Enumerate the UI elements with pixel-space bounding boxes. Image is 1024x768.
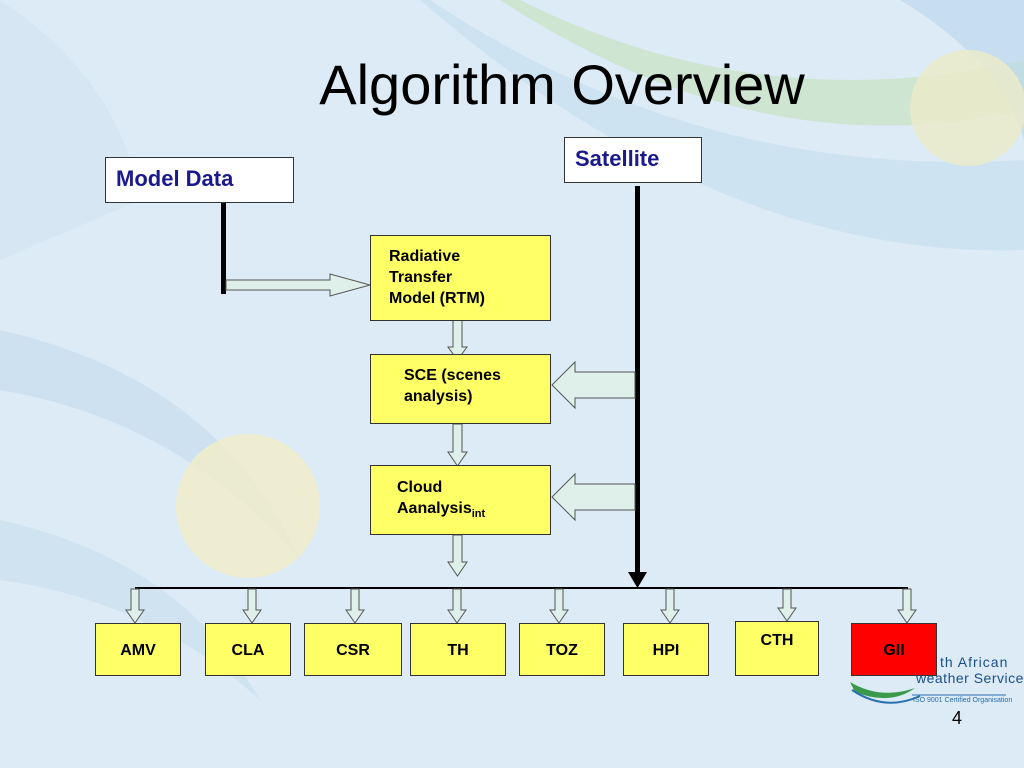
logo-line-1: th African (940, 654, 1009, 670)
output-toz: TOZ (519, 623, 605, 676)
output-cth: CTH (735, 621, 819, 676)
arrow-satellite-to-sce (551, 360, 636, 410)
arrow-sce-to-cloud (447, 423, 468, 467)
output-cth-label: CTH (760, 632, 794, 649)
output-th: TH (410, 623, 506, 676)
output-arrows (125, 588, 917, 624)
distribution-line (135, 587, 908, 589)
output-gii-label: GII (883, 642, 905, 659)
output-toz-label: TOZ (546, 642, 578, 659)
cloud-subscript: int (471, 508, 486, 521)
cloud-analysis-box: Cloud Aanalysisint (370, 465, 551, 535)
page-number: 4 (951, 708, 962, 728)
rtm-line-3: Model (RTM) (389, 290, 485, 307)
sce-box: SCE (scenes analysis) (370, 354, 551, 424)
cloud-line-1: Cloud (397, 479, 443, 496)
satellite-line (635, 186, 640, 576)
sce-line-1: SCE (scenes (404, 367, 501, 384)
slide-title: Algorithm Overview (319, 53, 805, 116)
output-amv: AMV (95, 623, 181, 676)
output-cla-label: CLA (231, 642, 265, 659)
arrow-cloud-down (447, 534, 468, 577)
model-data-box: Model Data (105, 157, 294, 203)
arrow-model-to-rtm (225, 273, 372, 297)
satellite-label: Satellite (575, 146, 660, 171)
model-data-label: Model Data (116, 166, 234, 191)
logo-swoosh (850, 682, 915, 699)
rtm-box: Radiative Transfer Model (RTM) (370, 235, 551, 321)
sce-line-2: analysis) (404, 388, 473, 405)
cloud-line-2-text: Aanalysis (397, 500, 472, 517)
satellite-box: Satellite (564, 137, 702, 183)
output-hpi: HPI (623, 623, 709, 676)
output-hpi-label: HPI (652, 642, 680, 659)
satellite-arrowhead (628, 572, 647, 588)
output-amv-label: AMV (120, 642, 156, 659)
arrow-satellite-to-cloud (551, 472, 636, 522)
output-gii: GII (851, 623, 937, 676)
output-cla: CLA (205, 623, 291, 676)
arrow-rtm-to-sce (447, 319, 468, 361)
output-th-label: TH (447, 642, 469, 659)
output-csr: CSR (304, 623, 402, 676)
logo-line-3: ISO 9001 Certified Organisation (913, 697, 1013, 704)
rtm-line-1: Radiative (389, 248, 461, 265)
model-data-line (221, 202, 226, 294)
output-csr-label: CSR (336, 642, 370, 659)
cloud-line-2: Aanalysisint (397, 498, 550, 525)
decorative-circle (176, 434, 320, 578)
rtm-line-2: Transfer (389, 269, 453, 286)
logo-line-2: weather Service (916, 670, 1024, 686)
